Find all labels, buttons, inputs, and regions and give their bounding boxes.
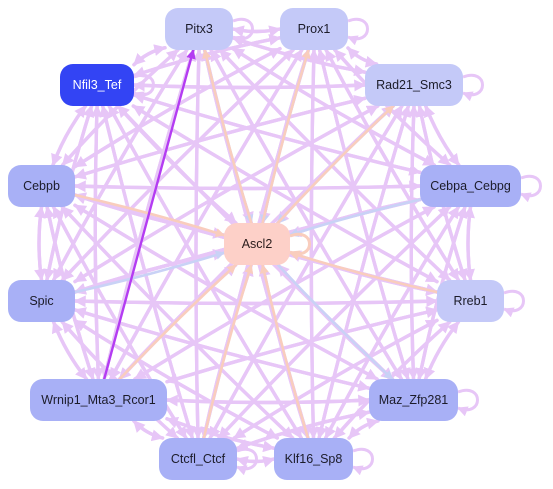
node-label: Wrnip1_Mta3_Rcor1 bbox=[41, 393, 156, 407]
edge-spic-to-cebpb bbox=[34, 205, 46, 282]
edge-rad21_smc3-to-prox1 bbox=[346, 46, 379, 66]
node-nfil3-tef[interactable]: Nfil3_Tef bbox=[60, 64, 134, 106]
edge-ctcfl_ctcf-to-cebpb bbox=[51, 205, 188, 440]
self-loop-layer bbox=[133, 17, 542, 476]
self-loop-prox1 bbox=[347, 17, 369, 46]
node-maz-zfp281[interactable]: Maz_Zfp281 bbox=[369, 379, 458, 421]
edge-cebpa_cebpg-to-nfil3_tef bbox=[132, 92, 422, 174]
edge-rreb1-to-spic bbox=[73, 295, 439, 308]
edge-rad21_smc3-to-nfil3_tef bbox=[132, 79, 367, 92]
edge-nfil3_tef-to-pitx3 bbox=[132, 44, 167, 67]
node-label: Klf16_Sp8 bbox=[284, 452, 343, 466]
edge-peach-wrnip1_mta3_rcor1-to-ascl2 bbox=[118, 263, 237, 381]
node-label: Cebpb bbox=[23, 179, 60, 193]
node-label: Rreb1 bbox=[453, 294, 488, 308]
edge-cebpa_cebpg-to-rad21_smc3 bbox=[423, 104, 461, 167]
edge-wrnip1_mta3_rcor1-to-prox1 bbox=[109, 48, 304, 381]
edge-peach-rreb1-to-ascl2 bbox=[288, 250, 439, 294]
edge-klf16_sp8-to-cebpa_cebpg bbox=[323, 205, 461, 440]
edge-layer-highlight bbox=[103, 48, 196, 381]
node-rreb1[interactable]: Rreb1 bbox=[437, 280, 504, 322]
edge-prox1-to-pitx3 bbox=[231, 25, 282, 38]
edge-spic-to-ascl2 bbox=[73, 248, 226, 294]
node-ascl2[interactable]: Ascl2 bbox=[224, 223, 290, 265]
edge-blue-cebpa_cebpg-to-ascl2 bbox=[288, 198, 422, 237]
node-label: Maz_Zfp281 bbox=[378, 393, 449, 407]
edge-wrnip1_mta3_rcor1-to-rreb1 bbox=[165, 306, 439, 384]
edge-cebpb-to-nfil3_tef bbox=[51, 104, 88, 167]
edge-peach-klf16_sp8-to-ascl2 bbox=[259, 263, 310, 440]
node-cebpa-cebpg[interactable]: Cebpa_Cebpg bbox=[420, 165, 521, 207]
node-label: Rad21_Smc3 bbox=[376, 78, 452, 92]
node-label: Cebpa_Cebpg bbox=[430, 179, 511, 193]
self-loop-ctcfl_ctcf bbox=[236, 447, 258, 476]
node-wrnip1-mta3-rcor1[interactable]: Wrnip1_Mta3_Rcor1 bbox=[30, 379, 167, 421]
edge-maz_zfp281-to-pitx3 bbox=[209, 48, 404, 381]
edge-peach-ascl2-to-prox1 bbox=[261, 48, 311, 225]
node-label: Ascl2 bbox=[241, 237, 273, 251]
edge-rreb1-to-cebpa_cebpg bbox=[463, 205, 475, 282]
node-label: Pitx3 bbox=[185, 22, 213, 36]
edge-ctcfl_ctcf-to-rad21_smc3 bbox=[208, 104, 404, 440]
edge-klf16_sp8-to-spic bbox=[73, 318, 279, 440]
node-label: Nfil3_Tef bbox=[72, 78, 122, 92]
edge-peach-ctcfl_ctcf-to-ascl2 bbox=[202, 263, 254, 440]
node-label: Spic bbox=[29, 294, 54, 308]
self-loop-rreb1 bbox=[503, 289, 525, 318]
node-spic[interactable]: Spic bbox=[8, 280, 75, 322]
edge-klf16_sp8-to-maz_zfp281 bbox=[347, 417, 380, 440]
node-label: Ctcfl_Ctcf bbox=[170, 452, 226, 466]
edge-ctcfl_ctcf-to-pitx3 bbox=[192, 48, 205, 440]
self-loop-pitx3 bbox=[232, 17, 254, 46]
edge-klf16_sp8-to-wrnip1_mta3_rcor1 bbox=[165, 416, 276, 450]
self-loop-ascl2 bbox=[289, 232, 311, 261]
node-rad21-smc3[interactable]: Rad21_Smc3 bbox=[365, 64, 463, 106]
self-loop-nfil3_tef bbox=[133, 73, 155, 102]
edge-maz_zfp281-to-cebpb bbox=[73, 203, 379, 381]
node-cebpb[interactable]: Cebpb bbox=[8, 165, 75, 207]
self-loop-rad21_smc3 bbox=[462, 73, 484, 102]
edge-blue-spic-to-ascl2 bbox=[73, 250, 226, 294]
edge-layer-colored bbox=[73, 48, 439, 440]
edge-wrnip1_mta3_rcor1-to-spic bbox=[51, 320, 89, 381]
node-prox1[interactable]: Prox1 bbox=[280, 8, 348, 50]
edge-peach-ascl2-to-rad21_smc3 bbox=[276, 104, 395, 225]
edge-klf16_sp8-to-prox1 bbox=[307, 48, 320, 440]
edge-wrnip1_mta3_rcor1-to-cebpa_cebpg bbox=[133, 205, 436, 381]
edge-peach-ascl2-to-pitx3 bbox=[202, 48, 253, 225]
edge-klf16_sp8-to-rad21_smc3 bbox=[317, 104, 412, 440]
node-ctcfl-ctcf[interactable]: Ctcfl_Ctcf bbox=[159, 438, 237, 480]
edge-ctcfl_ctcf-to-nfil3_tef bbox=[99, 104, 194, 440]
edge-ctcfl_ctcf-to-wrnip1_mta3_rcor1 bbox=[132, 419, 165, 440]
self-loop-maz_zfp281 bbox=[457, 388, 479, 417]
node-klf16-sp8[interactable]: Klf16_Sp8 bbox=[274, 438, 353, 480]
edge-klf16_sp8-to-cebpb bbox=[60, 205, 295, 440]
edge-highlight-wrnip1_mta3_rcor1-to-pitx3 bbox=[103, 48, 196, 381]
edge-cebpa_cebpg-to-cebpb bbox=[73, 180, 422, 193]
edge-maz_zfp281-to-rreb1 bbox=[423, 320, 461, 381]
edge-spic-to-prox1 bbox=[60, 48, 295, 282]
edge-blue-ascl2-to-maz_zfp281 bbox=[276, 263, 394, 381]
self-loop-cebpa_cebpg bbox=[520, 174, 542, 203]
edge-klf16_sp8-to-nfil3_tef bbox=[107, 104, 303, 440]
node-label: Prox1 bbox=[297, 22, 331, 36]
node-pitx3[interactable]: Pitx3 bbox=[165, 8, 233, 50]
self-loop-klf16_sp8 bbox=[352, 447, 374, 476]
